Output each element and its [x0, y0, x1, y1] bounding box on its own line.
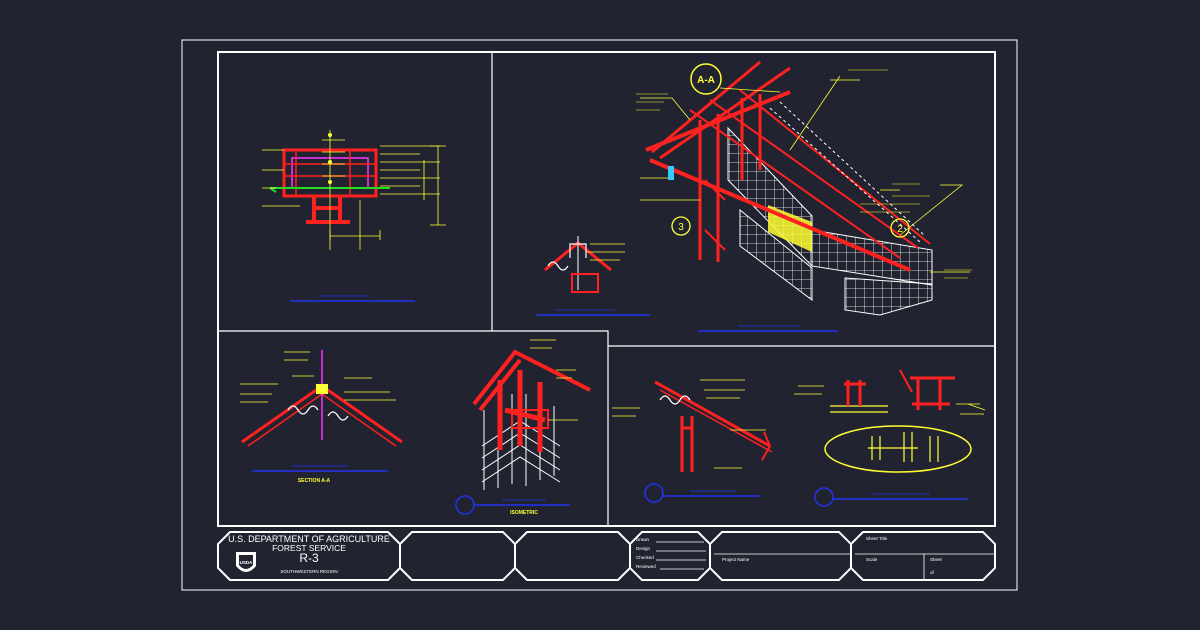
callout-2-bubble — [890, 218, 910, 238]
detail-ridge-small — [536, 236, 650, 316]
reviewed-label: Reviewed — [636, 564, 656, 569]
checked-label: Checked — [636, 555, 654, 560]
sheet-title-label: Sheet Title — [866, 536, 888, 541]
sheet-panel — [850, 531, 996, 581]
drawn-label: Drawn — [636, 537, 650, 542]
sheet-border — [181, 39, 1018, 591]
blank-panel-1 — [399, 531, 516, 581]
region-name: SOUTHWESTERN REGION — [280, 569, 337, 574]
detail-section-aa: SECTION A-A — [240, 350, 403, 484]
forest-service-shield-icon: USDA — [236, 552, 256, 572]
sheet-value: of — [930, 570, 935, 575]
region-code: R-3 — [299, 551, 319, 565]
drawing-area-frame — [217, 51, 996, 527]
title-block: U.S. DEPARTMENT OF AGRICULTURE FOREST SE… — [217, 531, 996, 581]
callout-aa-bubble — [690, 63, 722, 95]
callout-3-bubble — [671, 216, 691, 236]
agency-line-1: U.S. DEPARTMENT OF AGRICULTURE — [228, 534, 390, 544]
detail-eave-section — [612, 379, 773, 503]
detail-connection — [794, 369, 986, 507]
detail-top-left — [262, 130, 446, 302]
scale-label: Scale — [866, 557, 878, 562]
isometric-label: ISOMETRIC — [510, 510, 538, 516]
blank-panel-2 — [514, 531, 631, 581]
names-panel — [629, 531, 711, 581]
logo-text: USDA — [240, 560, 254, 565]
design-label: Design — [636, 546, 651, 551]
project-name-label: Project Name — [722, 557, 750, 562]
detail-isometric-corner: ISOMETRIC — [455, 339, 591, 516]
viewport-dividers — [218, 52, 995, 526]
detail-main-isometric: A-A 2 3 — [636, 60, 972, 332]
project-panel — [709, 531, 852, 581]
agency-line-2: FOREST SERVICE — [272, 543, 346, 553]
callout-3-label: 3 — [678, 222, 684, 233]
section-aa-label: SECTION A-A — [298, 478, 331, 484]
sheet-label: Sheet — [930, 557, 943, 562]
agency-panel — [217, 531, 401, 581]
callout-2-label: 2 — [897, 224, 903, 235]
callout-aa-label: A-A — [697, 75, 715, 86]
